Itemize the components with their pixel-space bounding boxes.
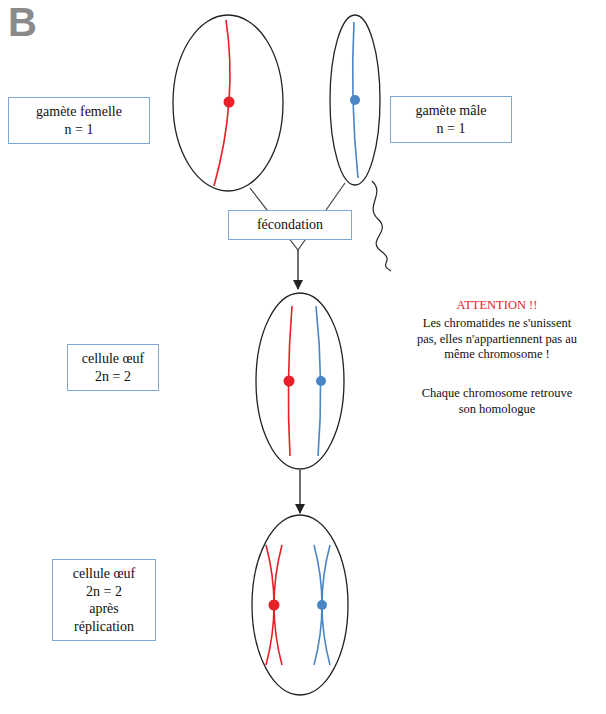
box-text: fécondation <box>235 216 345 234</box>
box-text: gamète femelle <box>15 103 143 121</box>
arrow <box>297 250 298 289</box>
process-box: fécondation <box>228 210 352 240</box>
arrow <box>299 470 300 513</box>
male-gamete <box>330 15 380 185</box>
female-gamete <box>173 15 283 191</box>
box-text: cellule œuf <box>59 565 149 583</box>
box-text: 2n = 2 <box>59 583 149 601</box>
box-text: n = 1 <box>15 121 143 139</box>
panel-letter: B <box>8 2 56 42</box>
centromere-blue <box>317 600 327 610</box>
egg-cell-replicated <box>252 515 348 695</box>
centromere-blue <box>316 376 326 386</box>
egg-cell <box>256 293 344 469</box>
gamete-label-box: gamète femellen = 1 <box>8 97 150 144</box>
box-text: 2n = 2 <box>74 368 152 386</box>
note-text: Chaque chromosome retrouve son homologue <box>412 386 582 417</box>
centromere-blue <box>350 95 360 105</box>
box-text: cellule œuf <box>74 350 152 368</box>
centromere-red <box>224 97 235 108</box>
centromere-red <box>269 600 280 611</box>
cell-label-box: cellule œuf2n = 2après réplication <box>52 559 156 641</box>
box-text: gamète mâle <box>397 102 505 120</box>
flagellum <box>372 181 391 271</box>
warning-title: ATTENTION !! <box>412 298 582 314</box>
box-text: après réplication <box>59 600 149 635</box>
centromere-red <box>284 376 295 387</box>
note-text: Les chromatides ne s'unissent pas, elles… <box>412 316 582 363</box>
box-text: n = 1 <box>397 120 505 138</box>
cell-label-box: cellule œuf2n = 2 <box>67 344 159 391</box>
gamete-label-box: gamète mâlen = 1 <box>390 96 512 143</box>
